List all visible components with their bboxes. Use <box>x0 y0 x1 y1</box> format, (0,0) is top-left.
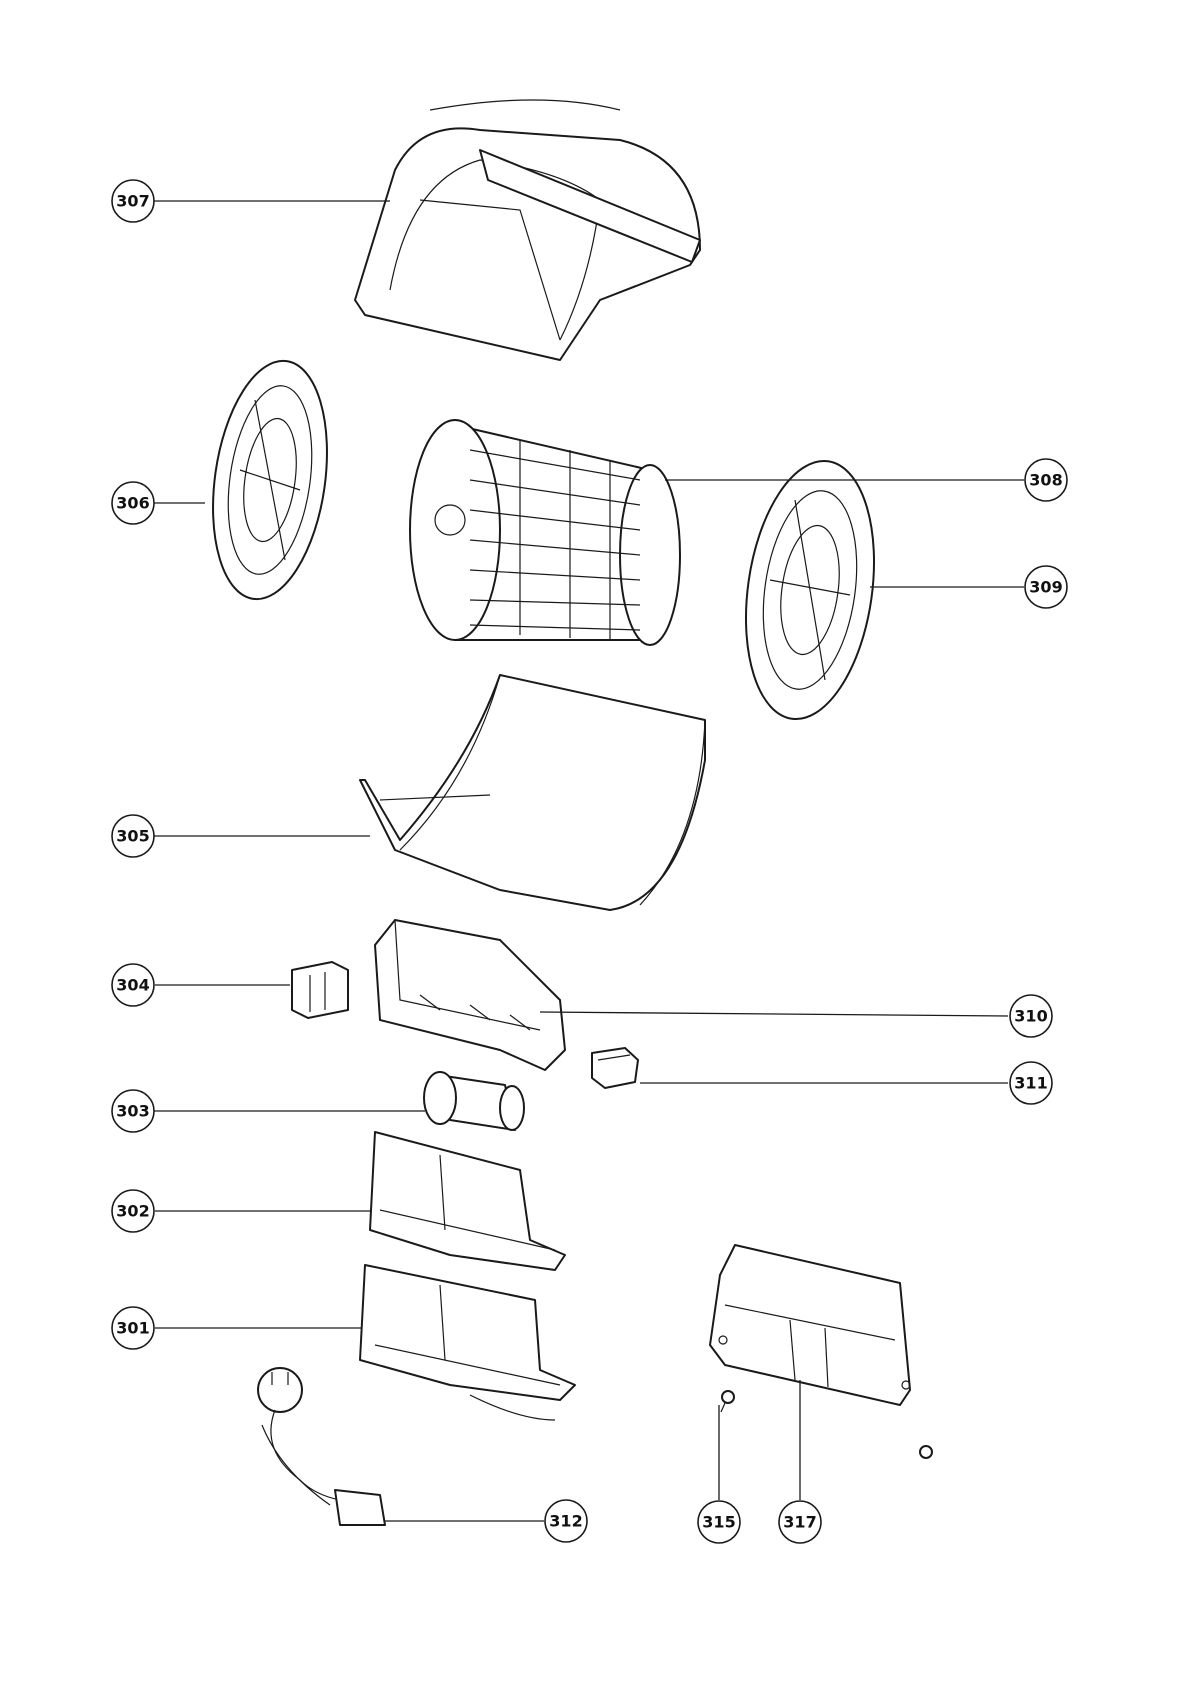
callout-308: 308 <box>1024 458 1068 502</box>
part-302-cover <box>369 1131 566 1271</box>
callout-304: 304 <box>111 963 155 1007</box>
callout-301: 301 <box>111 1306 155 1350</box>
part-301-base <box>359 1264 576 1421</box>
callout-306: 306 <box>111 481 155 525</box>
part-304-connector <box>291 961 349 1019</box>
callout-312: 312 <box>544 1499 588 1543</box>
callout-307: 307 <box>111 179 155 223</box>
callout-label-315: 315 <box>702 1513 735 1532</box>
callout-label-301: 301 <box>116 1319 149 1338</box>
callout-310: 310 <box>1009 994 1053 1038</box>
callout-302: 302 <box>111 1189 155 1233</box>
part-317-mounting-bracket <box>709 1244 933 1459</box>
callout-label-317: 317 <box>783 1513 816 1532</box>
callout-label-308: 308 <box>1029 471 1062 490</box>
part-308-fan-wheel <box>409 419 681 646</box>
part-310-bracket <box>374 919 566 1071</box>
callout-label-303: 303 <box>116 1102 149 1121</box>
callout-305: 305 <box>111 814 155 858</box>
part-309-inlet-ring <box>744 459 876 721</box>
callout-label-311: 311 <box>1014 1074 1047 1093</box>
part-306-inlet-ring <box>212 359 328 601</box>
part-311-terminal <box>591 1047 639 1089</box>
callout-label-302: 302 <box>116 1202 149 1221</box>
callout-309: 309 <box>1024 565 1068 609</box>
part-303-capacitor <box>423 1071 525 1131</box>
part-307-housing-top <box>354 99 701 361</box>
callout-317: 317 <box>778 1500 822 1544</box>
leader-lines <box>154 200 1024 1522</box>
part-312-power-cord <box>257 1367 386 1526</box>
callout-label-307: 307 <box>116 192 149 211</box>
callout-label-310: 310 <box>1014 1007 1047 1026</box>
callout-label-305: 305 <box>116 827 149 846</box>
callout-label-309: 309 <box>1029 578 1062 597</box>
callout-315: 315 <box>697 1500 741 1544</box>
leader-310 <box>539 1011 1009 1017</box>
part-305-housing-bottom <box>359 674 706 911</box>
part-315-screw <box>720 1390 735 1413</box>
callout-label-312: 312 <box>549 1512 582 1531</box>
callout-311: 311 <box>1009 1061 1053 1105</box>
callout-label-304: 304 <box>116 976 149 995</box>
callout-label-306: 306 <box>116 494 149 513</box>
callout-303: 303 <box>111 1089 155 1133</box>
